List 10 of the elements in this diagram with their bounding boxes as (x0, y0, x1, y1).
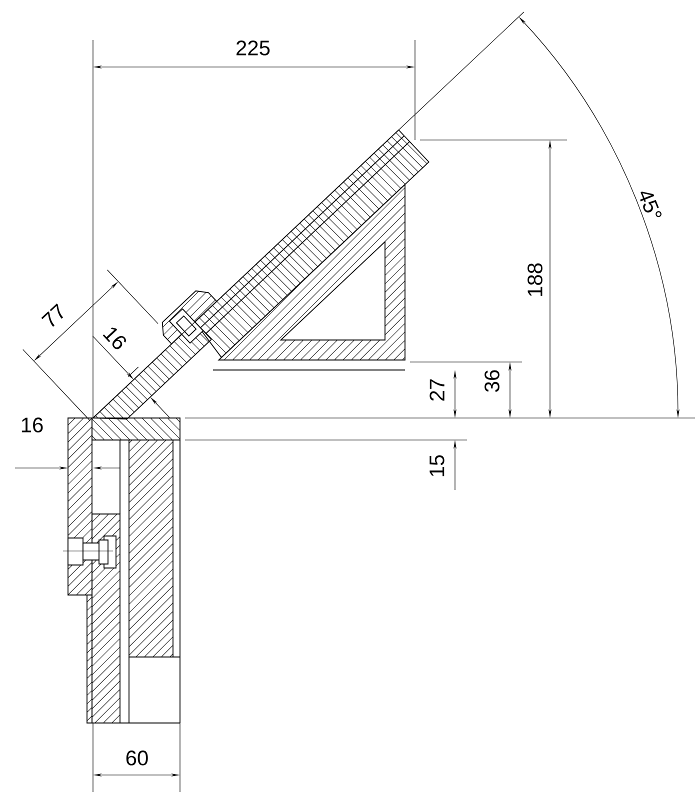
dimension-label: 188 (528, 263, 542, 296)
dimension-label: 45° (640, 192, 662, 218)
dimension-label: 16 (22, 418, 43, 432)
dimension-label: 27 (430, 379, 444, 401)
dimension-label: 77 (41, 303, 64, 327)
dimension-label: 15 (430, 455, 444, 476)
dimension-label: 60 (126, 750, 148, 766)
dimension-label: 16 (102, 328, 126, 350)
dimension-label: 225 (236, 40, 270, 56)
dimension-label: 36 (484, 370, 500, 392)
